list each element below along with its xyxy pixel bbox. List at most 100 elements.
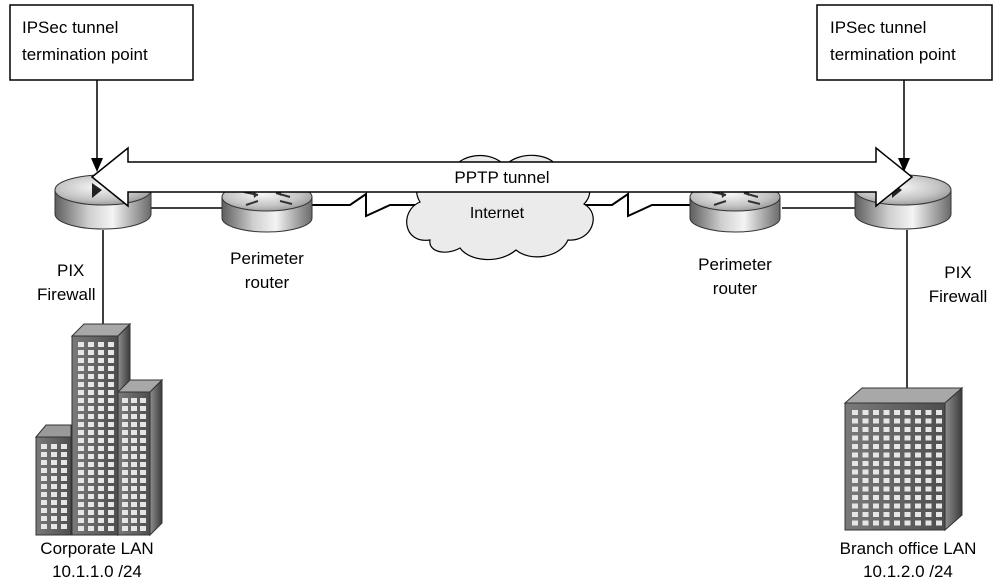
- building-window: [852, 427, 858, 432]
- building-window: [852, 444, 858, 449]
- building-window: [883, 520, 890, 526]
- building-window: [108, 350, 114, 355]
- building-window: [925, 495, 932, 500]
- building-window: [78, 390, 84, 395]
- building-window: [140, 470, 146, 475]
- building-window: [61, 484, 67, 489]
- building-window: [51, 508, 57, 513]
- building-window: [852, 520, 858, 526]
- building-window: [883, 512, 890, 517]
- building-window: [78, 462, 84, 467]
- building-window: [122, 422, 128, 427]
- building-window: [88, 358, 94, 363]
- building-window: [51, 524, 57, 529]
- building-window: [873, 512, 879, 517]
- building-window: [862, 444, 869, 449]
- building-window: [862, 469, 869, 475]
- building-window: [122, 414, 128, 419]
- building-window: [122, 502, 128, 507]
- building-window: [140, 510, 146, 515]
- building-window: [140, 502, 146, 507]
- building-window: [41, 484, 47, 489]
- building-window: [915, 520, 921, 526]
- building-window: [98, 510, 104, 515]
- pptp-tunnel-arrow-icon: PPTP tunnel: [90, 146, 914, 208]
- building-window: [108, 438, 114, 443]
- firewall-right-label-line2: Firewall: [929, 287, 988, 306]
- callout-left-line1: IPSec tunnel: [22, 18, 118, 37]
- building-window: [122, 406, 128, 411]
- building-window: [140, 526, 146, 531]
- building-window: [78, 358, 84, 363]
- building-window: [862, 461, 869, 466]
- building-window: [915, 418, 921, 424]
- building-window: [131, 406, 137, 411]
- building-window: [873, 486, 879, 492]
- building-window: [852, 478, 858, 483]
- building-window: [873, 478, 879, 483]
- building-window: [925, 427, 932, 432]
- building-window: [131, 526, 137, 531]
- building-window: [936, 452, 942, 458]
- building-window: [915, 461, 921, 466]
- building-window: [41, 444, 47, 449]
- building-window: [873, 520, 879, 526]
- building-window: [862, 435, 869, 441]
- building-window: [88, 382, 94, 387]
- building-window: [41, 500, 47, 505]
- router-left-label-line2: router: [245, 273, 290, 292]
- building-window: [78, 430, 84, 435]
- building-window: [904, 418, 911, 424]
- building-window: [894, 452, 900, 458]
- building-window: [904, 512, 911, 517]
- building-window: [108, 342, 114, 347]
- building-window: [88, 390, 94, 395]
- building-window: [78, 502, 84, 507]
- building-window: [131, 446, 137, 451]
- building-window: [98, 430, 104, 435]
- building-window: [131, 502, 137, 507]
- building-window: [122, 526, 128, 531]
- building-window: [925, 486, 932, 492]
- building-window: [894, 520, 900, 526]
- building-window: [131, 494, 137, 499]
- building-window: [88, 366, 94, 371]
- building-window: [78, 406, 84, 411]
- building-window: [852, 486, 858, 492]
- building-window: [41, 476, 47, 481]
- building-window: [88, 462, 94, 467]
- building-window: [122, 398, 128, 403]
- building-window: [904, 503, 911, 509]
- building-window: [108, 486, 114, 491]
- building-window: [883, 469, 890, 475]
- building-window: [894, 478, 900, 483]
- building-window: [936, 520, 942, 526]
- building-window: [61, 508, 67, 513]
- building-window: [98, 486, 104, 491]
- building-window: [78, 366, 84, 371]
- building-window: [883, 410, 890, 415]
- building-window: [131, 510, 137, 515]
- building-window: [894, 461, 900, 466]
- router-right-label-line1: Perimeter: [698, 255, 772, 274]
- building-window: [98, 526, 104, 531]
- building-window: [61, 444, 67, 449]
- building-window: [78, 526, 84, 531]
- building-window: [41, 460, 47, 465]
- building-window: [108, 470, 114, 475]
- building-window: [873, 444, 879, 449]
- building-window: [915, 503, 921, 509]
- building-window: [78, 414, 84, 419]
- building-window: [873, 503, 879, 509]
- building-window: [131, 518, 137, 523]
- router-left-label-line1: Perimeter: [230, 249, 304, 268]
- building-window: [88, 510, 94, 515]
- callout-left-box: [9, 4, 194, 81]
- building-window: [98, 478, 104, 483]
- wan-link-left-icon: [310, 192, 420, 218]
- building-window: [904, 444, 911, 449]
- building-window: [131, 438, 137, 443]
- building-window: [61, 492, 67, 497]
- building-window: [108, 430, 114, 435]
- building-window: [894, 486, 900, 492]
